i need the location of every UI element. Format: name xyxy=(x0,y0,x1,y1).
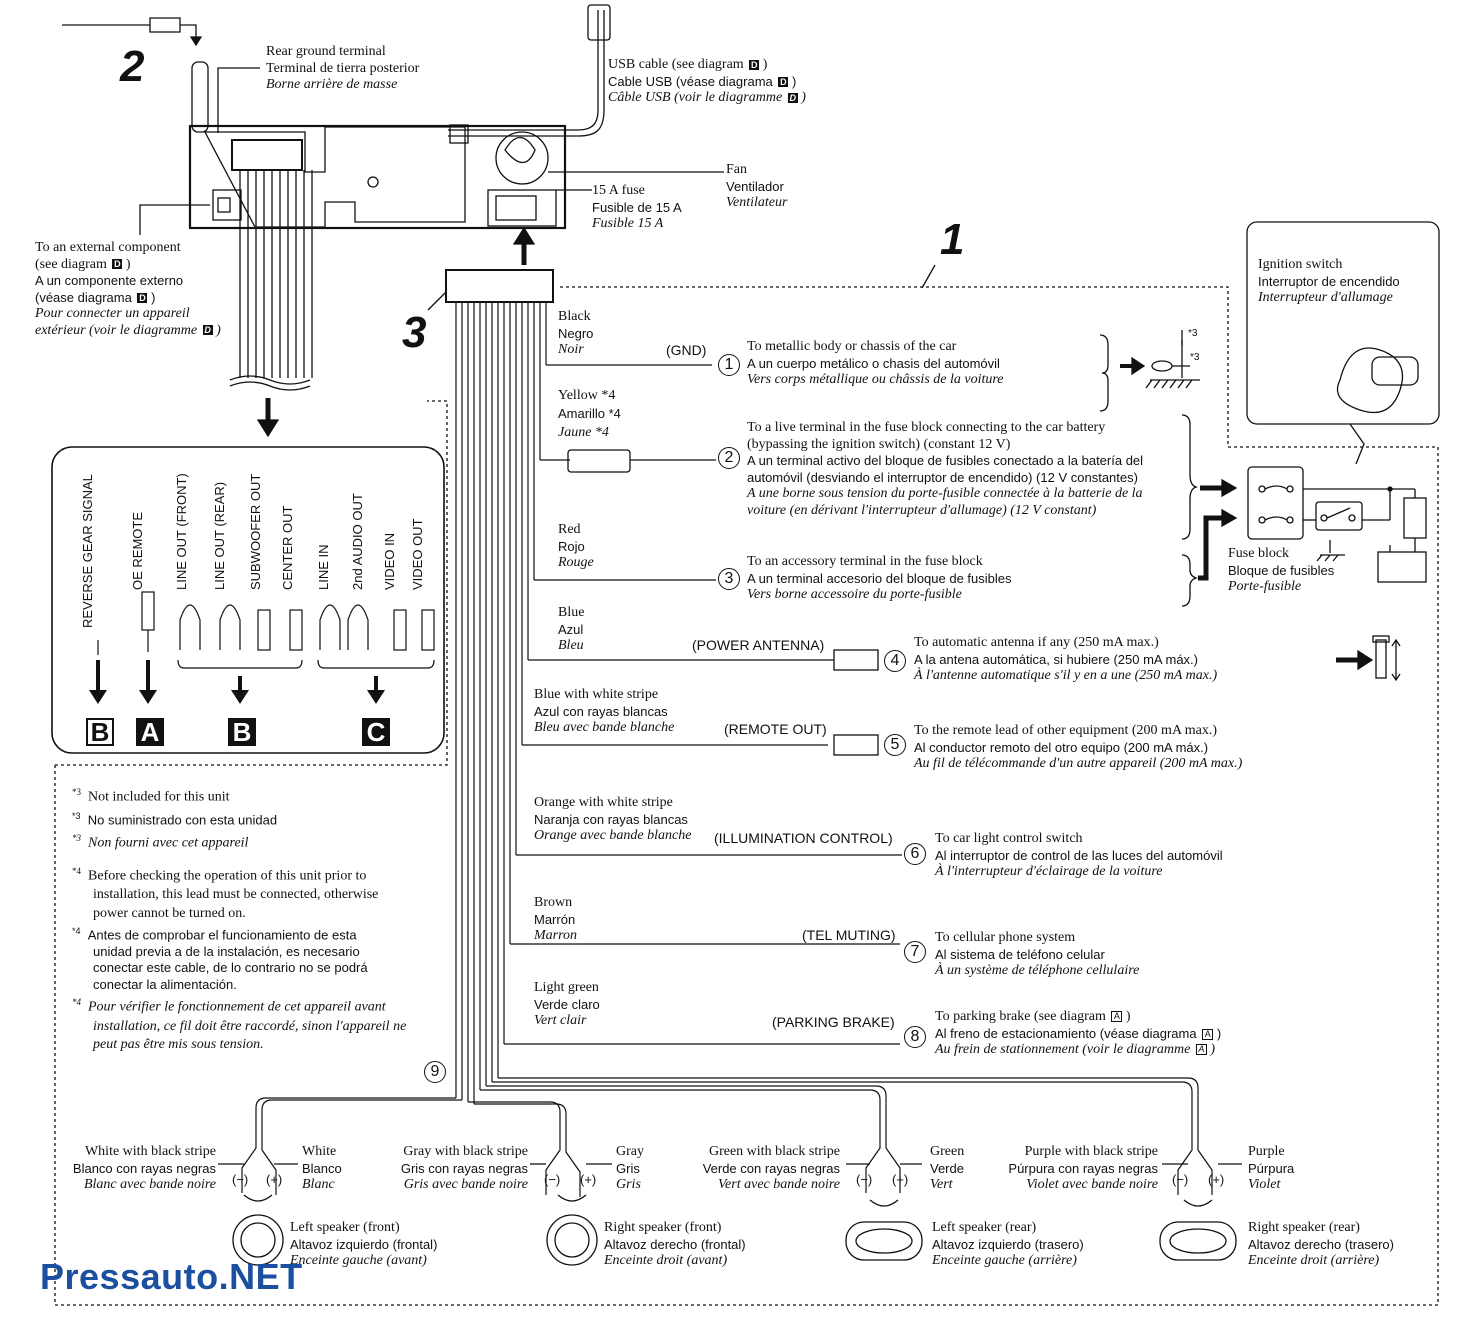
polarity-positive: (+) xyxy=(266,1172,283,1187)
footnote-4: *4 Before checking the operation of this… xyxy=(72,866,407,1053)
speaker-4-name: Right speaker (rear)Altavoz derecho (tra… xyxy=(1248,1220,1394,1268)
wire-8-tag: (PARKING BRAKE) xyxy=(772,1014,895,1030)
step-1-label: 1 xyxy=(940,215,965,264)
connector-label: VIDEO IN xyxy=(382,532,397,590)
fan-label: Fan Ventilador Ventilateur xyxy=(726,162,788,210)
wire-number: 9 xyxy=(424,1061,446,1083)
polarity-positive: (+) xyxy=(580,1172,597,1187)
wire-3-description: To an accessory terminal in the fuse blo… xyxy=(747,554,1012,602)
wire-6-tag: (ILLUMINATION CONTROL) xyxy=(714,830,893,846)
polarity-positive: (+) xyxy=(892,1172,909,1187)
wire-5-description: To the remote lead of other equipment (2… xyxy=(914,723,1243,771)
fuse-label: 15 A fuse Fusible de 15 A Fusible 15 A xyxy=(592,183,682,231)
wire-number: 5 xyxy=(884,734,906,756)
connector-label: VIDEO OUT xyxy=(410,518,425,590)
diagram-ref-badge: A xyxy=(1195,1044,1207,1056)
usb-cable-label: USB cable (see diagram D ) Cable USB (vé… xyxy=(608,57,806,105)
rear-ground-label: Rear ground terminal Terminal de tierra … xyxy=(266,44,420,92)
diagram-ref-badge: D xyxy=(137,293,148,304)
diagram-ref-badge: D xyxy=(202,325,213,336)
external-component-label: To an external component (see diagram D … xyxy=(35,240,221,338)
step-3-label: 3 xyxy=(402,308,427,357)
diagram-ref-badge: D xyxy=(112,259,123,270)
polarity-positive: (+) xyxy=(1208,1172,1225,1187)
wire-2-description: To a live terminal in the fuse block con… xyxy=(747,420,1144,518)
step-2-label: 2 xyxy=(120,42,145,91)
connector-label: LINE IN xyxy=(316,544,331,590)
polarity-negative: (−) xyxy=(232,1172,249,1187)
watermark-logo: Pressauto.NET xyxy=(40,1256,303,1297)
wire-number: 7 xyxy=(904,941,926,963)
speaker-3-name: Left speaker (rear)Altavoz izquierdo (tr… xyxy=(932,1220,1084,1268)
connector-label: REVERSE GEAR SIGNAL xyxy=(80,474,95,628)
diagram-ref-badge: A xyxy=(1202,1028,1214,1040)
speaker-2-name: Right speaker (front)Altavoz derecho (fr… xyxy=(604,1220,746,1268)
wire-number: 6 xyxy=(904,843,926,865)
diagram-ref-badge: D xyxy=(749,59,760,70)
wire-4-description: To automatic antenna if any (250 mA max.… xyxy=(914,635,1218,683)
polarity-negative: (−) xyxy=(544,1172,561,1187)
wire-number: 2 xyxy=(718,447,740,469)
wire-number: 4 xyxy=(884,650,906,672)
connector-label: LINE OUT (FRONT) xyxy=(174,473,189,590)
wire-8-description: To parking brake (see diagram A ) Al fre… xyxy=(935,1009,1222,1057)
diagram-ref-badge: A xyxy=(1111,1011,1123,1023)
connector-label: 2nd AUDIO OUT xyxy=(350,493,365,590)
footnote-marker: *3 xyxy=(1190,352,1200,363)
wire-4-tag: (POWER ANTENNA) xyxy=(692,637,825,653)
diagram-ref-box-b: B xyxy=(86,718,114,746)
wire-number: 1 xyxy=(718,354,740,376)
diagram-ref-box-b: B xyxy=(228,718,256,746)
wire-1-tag: (GND) xyxy=(666,342,707,358)
diagram-ref-badge: D xyxy=(787,92,798,103)
wire-7-tag: (TEL MUTING) xyxy=(802,927,896,943)
wire-number: 3 xyxy=(718,568,740,590)
diagram-ref-box-a: A xyxy=(136,718,164,746)
connector-label: CENTER OUT xyxy=(280,505,295,591)
connector-label: LINE OUT (REAR) xyxy=(212,481,227,590)
connector-label: OE REMOTE xyxy=(130,511,145,590)
footnote-3: *3 Not included for this unit *3 No sumi… xyxy=(72,787,278,852)
connector-label: SUBWOOFER OUT xyxy=(248,473,263,590)
polarity-negative: (−) xyxy=(856,1172,873,1187)
wire-5-tag: (REMOTE OUT) xyxy=(724,721,827,737)
speaker-1-name: Left speaker (front)Altavoz izquierdo (f… xyxy=(290,1220,438,1268)
footnote-marker: *3 xyxy=(1188,328,1198,339)
diagram-ref-badge: D xyxy=(778,77,789,88)
wire-number: 8 xyxy=(904,1026,926,1048)
polarity-negative: (−) xyxy=(1172,1172,1189,1187)
diagram-ref-box-c: C xyxy=(362,718,390,746)
